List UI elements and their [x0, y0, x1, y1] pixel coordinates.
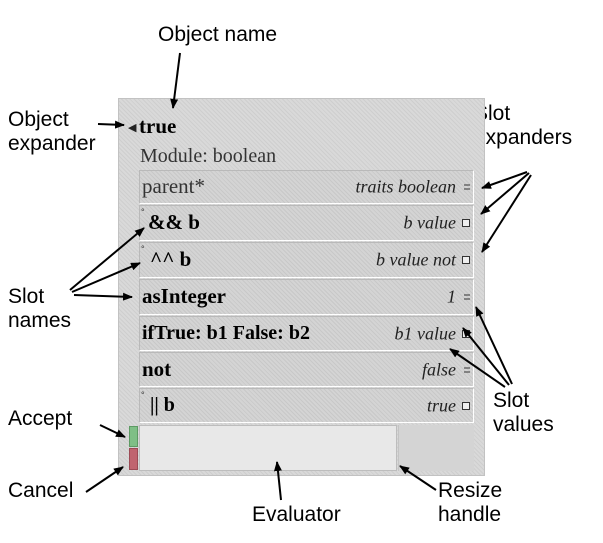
callout-slot-values: Slot values — [493, 389, 554, 437]
slot-expander-icon[interactable] — [462, 329, 470, 338]
slot-row[interactable]: ° || b true — [139, 388, 474, 423]
callout-accept: Accept — [8, 407, 73, 430]
callout-line: values — [493, 413, 554, 436]
slot-row[interactable]: asInteger 1 — [139, 279, 474, 315]
callout-slot-names: Slot names — [8, 285, 71, 333]
callout-object-name: Object name — [158, 23, 278, 46]
slot-expander-icon[interactable] — [462, 256, 470, 264]
slot-name[interactable]: not — [142, 356, 172, 381]
accept-button[interactable] — [129, 426, 138, 447]
slot-expander-icon[interactable] — [462, 401, 470, 410]
callout-evaluator: Evaluator — [252, 503, 341, 526]
callout-line: Object — [8, 108, 69, 131]
callout-line: Slot — [474, 102, 511, 125]
triangle-left-icon[interactable]: ◀ — [128, 122, 137, 134]
slot-name[interactable]: || b — [150, 393, 175, 416]
module-label: Module: boolean — [140, 145, 277, 167]
callout-object-expander: Object expander — [8, 108, 96, 156]
slot-value: 1 — [447, 286, 456, 307]
callout-line: Resize — [438, 479, 503, 502]
callout-line: names — [8, 309, 72, 332]
resize-handle[interactable] — [398, 425, 474, 471]
slot-value: false — [422, 359, 456, 379]
callout-line: handle — [438, 503, 502, 526]
slot-name[interactable]: asInteger — [142, 284, 226, 308]
arrow-slot-expander-3 — [481, 174, 532, 253]
slot-name[interactable]: parent* — [142, 174, 205, 198]
slot-row[interactable]: ° ^^ b b value not — [139, 242, 474, 278]
callout-slot-expanders: Slot expanders — [474, 102, 572, 150]
callout-line: Slot — [493, 389, 530, 412]
evaluator-text-area[interactable] — [139, 425, 397, 471]
slot-row[interactable]: parent* traits boolean — [139, 170, 474, 204]
slot-name[interactable]: ifTrue: b1 False: b2 — [142, 321, 310, 344]
callout-resize-handle: Resize handle — [438, 479, 502, 527]
cancel-button[interactable] — [129, 448, 138, 470]
callout-line: expander — [8, 132, 96, 155]
slot-expander-icon[interactable] — [464, 184, 470, 190]
slot-value: b value not — [376, 249, 456, 270]
slot-row[interactable]: not false — [139, 352, 474, 387]
slot-annotation-icon: ° — [141, 207, 145, 217]
slot-value: b value — [403, 212, 456, 233]
slot-row[interactable]: ° && b b value — [139, 205, 474, 241]
slot-expander-icon[interactable] — [464, 367, 470, 372]
slot-name[interactable]: ^^ b — [150, 247, 192, 271]
slot-expander-icon[interactable] — [464, 294, 470, 300]
arrow-slot-expander-2 — [480, 172, 530, 215]
slot-annotation-icon: ° — [141, 244, 145, 254]
object-title[interactable]: true — [139, 114, 177, 138]
slot-row[interactable]: ifTrue: b1 False: b2 b1 value — [139, 316, 474, 351]
slot-expander-icon[interactable] — [462, 219, 470, 227]
slot-name[interactable]: && b — [148, 210, 200, 234]
slot-value: traits boolean — [355, 176, 456, 197]
slot-value: b1 value — [394, 323, 456, 343]
callout-line: expanders — [474, 126, 573, 149]
callout-line: Slot — [8, 285, 45, 308]
slot-value: true — [427, 395, 456, 415]
callout-cancel: Cancel — [8, 479, 74, 502]
slot-annotation-icon: ° — [141, 390, 145, 400]
arrow-slot-expander-1 — [481, 171, 528, 189]
